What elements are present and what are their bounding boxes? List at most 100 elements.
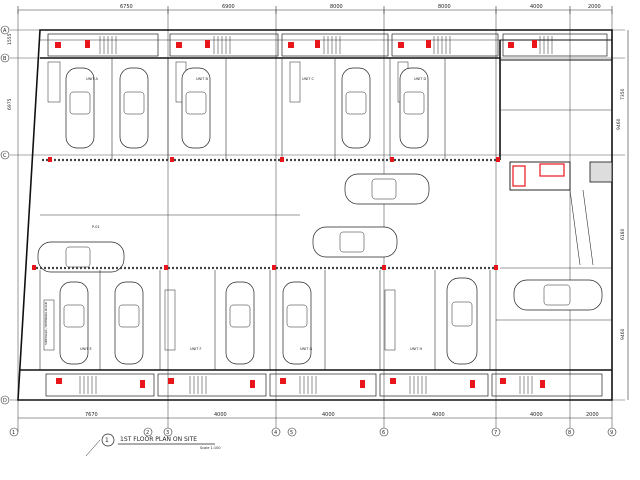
building-outline — [17, 29, 613, 401]
car — [59, 281, 89, 365]
fixture-red — [205, 40, 210, 48]
drawing-number: 1 — [105, 437, 109, 444]
unit-labels-bottom: UNIT E UNIT F UNIT G UNIT H — [80, 347, 422, 351]
unit-labels-top: UNIT A UNIT B UNIT C UNIT D — [86, 77, 426, 81]
unit-label-g: UNIT G — [300, 347, 312, 351]
fixture-red — [280, 378, 286, 384]
dimension-chain-left: 6975 1555 — [7, 33, 13, 110]
dimension-chain-bottom: 7670 4000 4000 4000 4000 2000 — [18, 412, 612, 419]
bottom-parking-bays: SIDEWALK / INTERNAL ROAD — [39, 270, 612, 370]
car — [399, 67, 429, 149]
grid-column-bubbles: 1 2 3 4 5 6 7 8 9 — [9, 427, 617, 437]
grid-col-2: 2 — [146, 430, 149, 436]
dim-right-4: 9460 — [620, 328, 626, 340]
fixture-red — [140, 380, 145, 388]
grid-col-7: 7 — [494, 430, 497, 436]
dim-top-1: 6750 — [120, 4, 133, 10]
dim-top-4: 8000 — [438, 4, 451, 10]
fixture-red — [390, 378, 396, 384]
dim-top-6: 2000 — [588, 4, 601, 10]
grid-col-4: 4 — [274, 430, 277, 436]
walkway-label: SIDEWALK / INTERNAL ROAD — [44, 301, 48, 345]
unit-label-d: UNIT D — [414, 77, 426, 81]
grid-row-d: D — [3, 398, 7, 404]
dim-bottom-1: 7670 — [85, 412, 98, 418]
dim-right-2: 9460 — [616, 118, 622, 130]
dim-right-3: 6180 — [620, 228, 626, 240]
parking-tag: P-01 — [92, 225, 100, 229]
car — [312, 226, 398, 258]
service-room — [509, 161, 613, 266]
drawing-title-block: 1 1ST FLOOR PLAN ON SITE Scale 1:100 — [85, 433, 221, 457]
fixture-red — [250, 380, 255, 388]
fixture-red — [85, 40, 90, 48]
grid-col-6: 6 — [382, 430, 385, 436]
dim-bottom-2: 4000 — [214, 412, 227, 418]
dim-right-1: 7350 — [620, 88, 626, 100]
top-units-band — [47, 33, 608, 57]
grid-row-b: B — [3, 56, 7, 62]
unit-label-b: UNIT B — [196, 77, 208, 81]
dimension-chain-right: 7350 9460 6180 9460 — [616, 30, 629, 400]
unit-label-h: UNIT H — [410, 347, 422, 351]
drawing-number-bubble — [101, 433, 115, 447]
grid-row-bubbles: A B C D — [0, 25, 10, 405]
car — [341, 67, 371, 149]
grid-col-5: 5 — [290, 430, 293, 436]
dim-bottom-4: 4000 — [432, 412, 445, 418]
grid-col-1: 1 — [12, 430, 15, 436]
grid-row-c: C — [3, 153, 7, 159]
bottom-walkway-red-posts — [32, 265, 498, 270]
fixture-red — [56, 378, 62, 384]
cars-top-row — [65, 67, 429, 149]
dim-left-2: 1555 — [7, 33, 13, 45]
dim-top-3: 8000 — [330, 4, 343, 10]
unit-label-e: UNIT E — [80, 347, 92, 351]
fixture-red — [398, 42, 404, 48]
drawing-scale: Scale 1:100 — [200, 446, 221, 450]
dimension-chain-top: 6750 6900 8000 8000 4000 2000 — [17, 4, 613, 14]
fixture-red — [508, 42, 514, 48]
car — [282, 281, 312, 365]
unit-label-a: UNIT A — [86, 77, 98, 81]
cars-bottom-row — [59, 277, 603, 365]
grid-col-8: 8 — [568, 430, 571, 436]
grid-row-a: A — [3, 28, 7, 34]
top-parking-bays — [47, 58, 446, 160]
car — [446, 277, 478, 365]
fixture-red — [540, 380, 545, 388]
dim-bottom-3: 4000 — [322, 412, 335, 418]
car — [344, 173, 430, 205]
fixture-red — [168, 378, 174, 384]
fixture-red — [55, 42, 61, 48]
fixture-red — [288, 42, 294, 48]
unit-label-c: UNIT C — [302, 77, 314, 81]
grid-col-9: 9 — [610, 430, 613, 436]
fixture-red — [532, 40, 537, 48]
car — [119, 67, 149, 149]
fixture-red — [315, 40, 320, 48]
dim-left-1: 6975 — [7, 98, 13, 110]
grid-lines — [10, 10, 625, 432]
unit-label-f: UNIT F — [190, 347, 201, 351]
dim-bottom-6: 2000 — [586, 412, 599, 418]
dim-bottom-5: 4000 — [530, 412, 543, 418]
fixture-red — [426, 40, 431, 48]
dim-top-5: 4000 — [530, 4, 543, 10]
bottom-units-band — [20, 369, 612, 397]
car — [114, 281, 144, 365]
fixture-red — [360, 380, 365, 388]
grid-col-3: 3 — [166, 430, 169, 436]
car — [37, 241, 125, 273]
car — [225, 281, 255, 365]
driveway: P-01 — [37, 173, 430, 273]
fixture-red — [500, 378, 506, 384]
top-walkway-red-posts — [48, 157, 500, 162]
fixture-red — [470, 380, 475, 388]
drawing-title: 1ST FLOOR PLAN ON SITE — [120, 436, 197, 443]
north-arrow-icon — [85, 439, 101, 457]
car — [181, 67, 211, 149]
dim-top-2: 6900 — [222, 4, 235, 10]
car — [65, 67, 95, 149]
